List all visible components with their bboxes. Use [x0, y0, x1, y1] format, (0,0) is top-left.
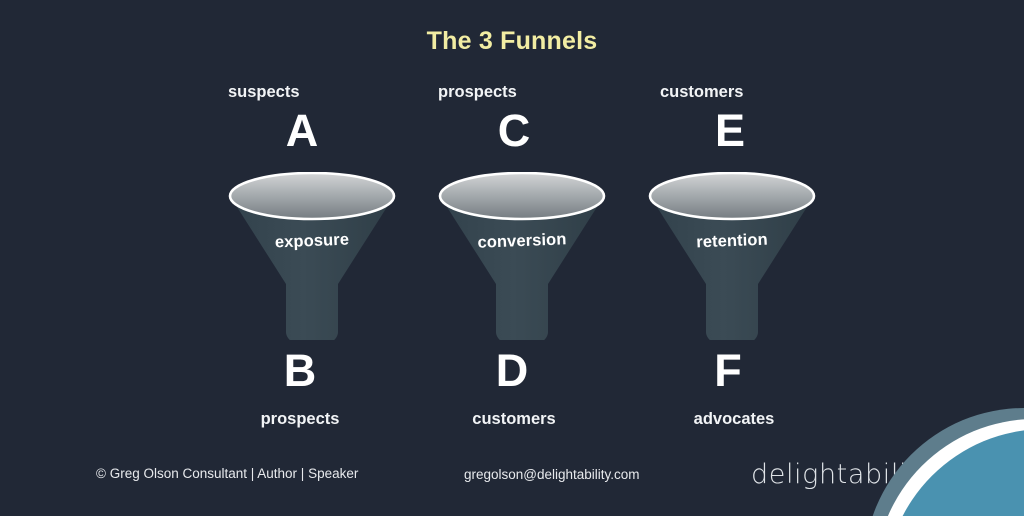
- funnel-shape-icon: [228, 172, 396, 340]
- funnel-shape-icon: [438, 172, 606, 340]
- funnel-2-bottom-label: customers: [472, 410, 556, 428]
- funnel-shape-icon: [648, 172, 816, 340]
- funnel-3-graphic: retention: [644, 172, 820, 340]
- funnel-1-top-letter: A: [285, 105, 319, 156]
- footer-copyright: © Greg Olson Consultant | Author | Speak…: [96, 466, 359, 481]
- funnel-2-bottom-letter: D: [495, 345, 529, 396]
- funnel-column-3: customers E: [600, 80, 860, 440]
- funnel-3-bottom-label: advocates: [693, 410, 775, 428]
- funnel-2-top-letter: C: [497, 105, 531, 156]
- funnel-1-bottom-label: prospects: [260, 410, 340, 428]
- funnel-3-top-letter: E: [714, 105, 745, 156]
- footer-email[interactable]: gregolson@delightability.com: [464, 467, 640, 482]
- delightability-logo: delightability: [751, 459, 935, 490]
- funnel-3-bottom-letter: F: [714, 345, 742, 396]
- funnel-column-2: prospects C: [390, 80, 650, 440]
- funnel-column-1: suspects A e: [180, 80, 440, 440]
- funnel-1-top-label: suspects: [228, 83, 300, 101]
- funnel-3-top-label: customers: [660, 83, 744, 101]
- page-title: The 3 Funnels: [426, 27, 598, 55]
- funnel-2-top-label: prospects: [438, 83, 517, 101]
- funnel-2-graphic: conversion: [434, 172, 610, 340]
- funnel-1-graphic: exposure: [224, 172, 400, 340]
- funnel-1-bottom-letter: B: [283, 345, 317, 396]
- corner-decoration: [834, 366, 1024, 516]
